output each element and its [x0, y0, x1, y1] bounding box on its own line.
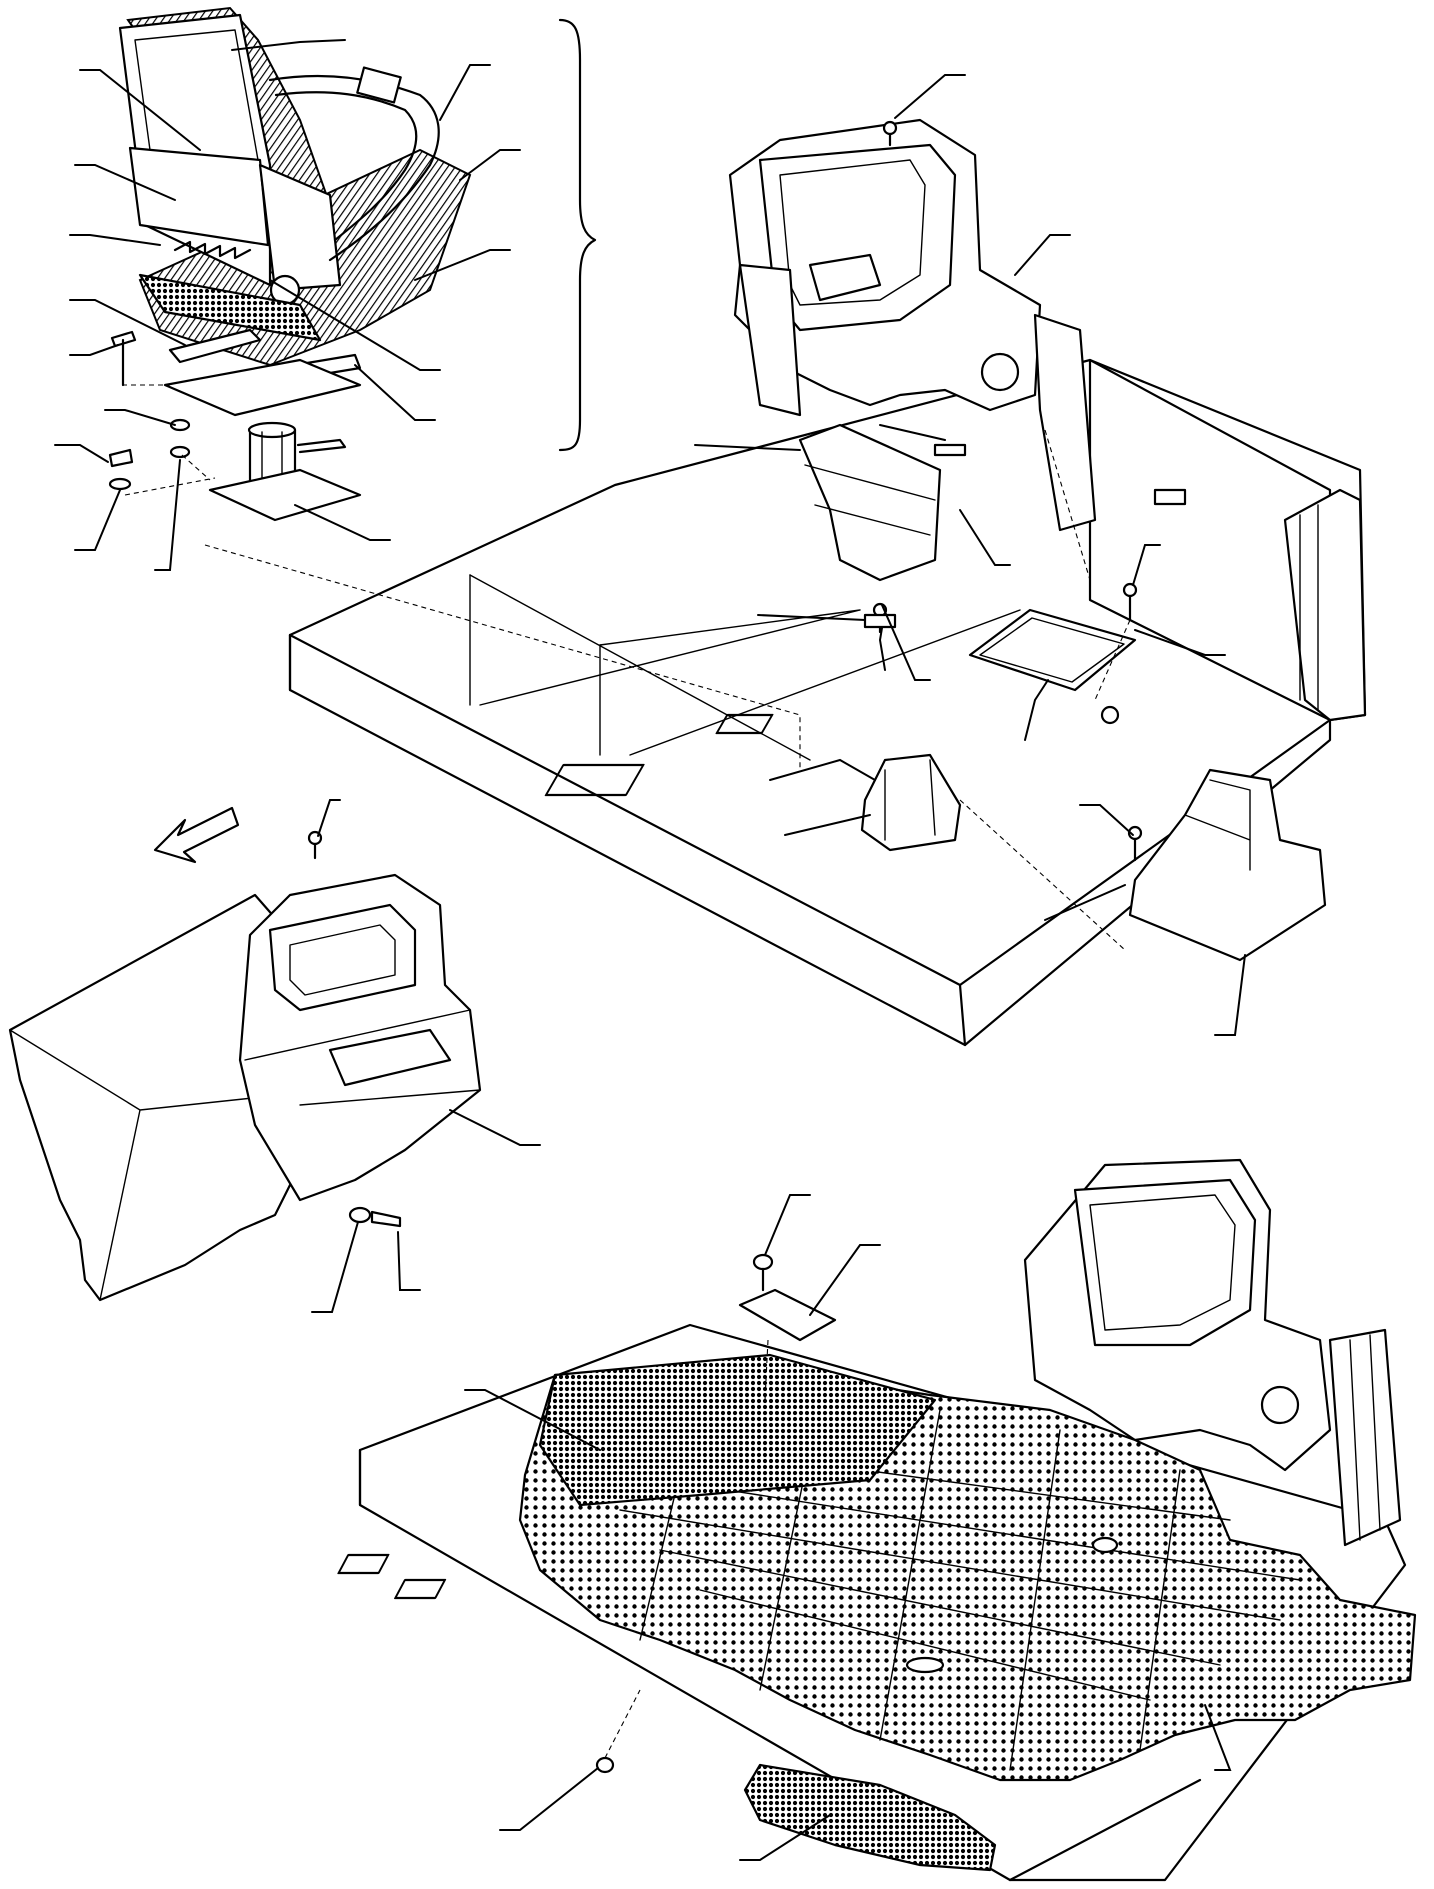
callout-leader	[397, 1231, 421, 1291]
callout-leaders	[54, 39, 1246, 1861]
side-box	[1128, 768, 1327, 962]
knob-icon	[752, 1253, 774, 1292]
callout-leader	[878, 627, 886, 671]
retaining-clip	[738, 1288, 837, 1342]
callout-leader	[757, 614, 866, 621]
bolt-icon	[307, 830, 323, 860]
console-tray	[798, 423, 942, 582]
callout-leader	[414, 249, 511, 281]
callout-leader	[69, 234, 161, 246]
callout-leader	[69, 299, 186, 346]
callout-leader	[269, 279, 441, 371]
callout-leader	[1214, 954, 1246, 1036]
bolt-icon	[110, 330, 137, 387]
bolt-icon	[1122, 582, 1138, 622]
callout-leader	[354, 364, 436, 421]
seat-assembly	[108, 6, 597, 522]
callout-leader	[317, 799, 341, 837]
callout-leader	[1014, 234, 1071, 276]
pedal-mount	[860, 753, 962, 852]
callout-leader	[764, 1194, 811, 1256]
bolt-icon	[1127, 825, 1143, 862]
bolt-icon	[933, 443, 967, 457]
callout-leader	[739, 1814, 831, 1861]
suspension-spring	[173, 240, 252, 260]
callout-leader	[499, 1767, 599, 1831]
callout-leader	[1079, 804, 1134, 836]
callout-leader	[809, 1244, 881, 1316]
callout-leader	[464, 1389, 601, 1451]
callout-leader	[231, 39, 346, 51]
callout-leader	[1134, 629, 1226, 656]
knob-icon	[595, 1756, 615, 1774]
washer-icon	[169, 418, 191, 459]
callout-leader	[154, 459, 181, 571]
left-console-assembly	[8, 806, 482, 1302]
bolt-icon	[348, 1206, 402, 1228]
floor-mat-assembly	[337, 1158, 1417, 1882]
callout-leader	[784, 814, 871, 836]
callout-leader	[881, 604, 931, 681]
group-brace	[558, 18, 597, 452]
callout-leader	[104, 409, 176, 426]
pedestal-base-plate	[208, 468, 362, 522]
forward-arrow-icon	[153, 806, 240, 864]
callout-leader	[69, 344, 119, 356]
callout-leader	[439, 64, 491, 121]
seat-belt	[268, 74, 440, 262]
callout-leader	[74, 164, 176, 201]
seat-mounting-plate	[163, 358, 362, 417]
console-gauge	[980, 352, 1020, 392]
callout-leader	[459, 149, 521, 181]
callout-leader	[54, 444, 109, 463]
callout-leader	[879, 424, 946, 441]
callout-leader	[79, 69, 201, 151]
callout-leader	[1204, 1704, 1232, 1771]
callout-leader	[1044, 884, 1126, 921]
callout-leader	[894, 74, 966, 119]
callout-leader	[1132, 544, 1161, 586]
callout-leader	[769, 758, 876, 781]
callout-leader	[449, 1109, 541, 1146]
side-step-mat	[743, 1763, 997, 1872]
bolt-icon	[108, 448, 134, 491]
cab-floor-assembly	[204, 118, 1367, 1047]
bolt-icon	[882, 120, 898, 147]
callout-leader	[311, 1221, 359, 1313]
callout-leader	[959, 509, 1011, 566]
front-mat	[538, 1353, 937, 1507]
access-cover	[968, 608, 1137, 692]
callout-leader	[1024, 679, 1049, 741]
callout-leader	[294, 504, 391, 541]
callout-leader	[74, 489, 121, 551]
callout-leader	[694, 444, 801, 451]
